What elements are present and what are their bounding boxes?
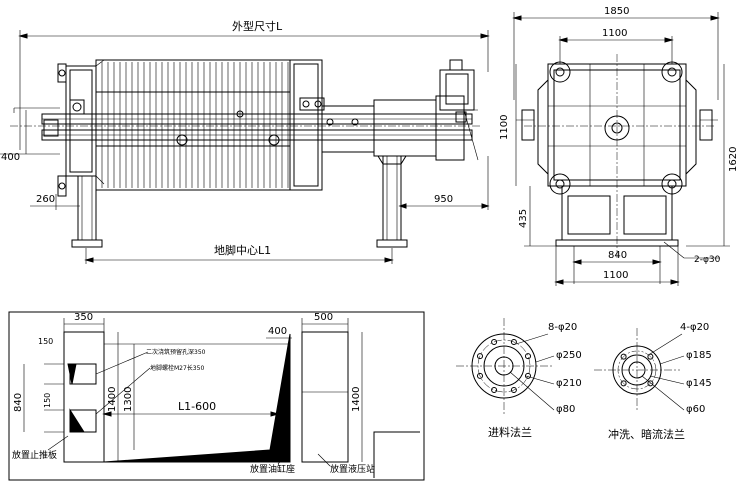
dim-1300-text: 1300 (123, 387, 134, 412)
inlet-bolt-hole (525, 372, 531, 379)
inlet-bolt-hole (510, 387, 517, 393)
dim-1400-right-text: 1400 (351, 387, 362, 412)
overall-length-dimension: 外型尺寸L (18, 19, 490, 150)
filter-plate-stack (95, 59, 291, 191)
foot-center-dimension: 地脚中心L1 (84, 243, 394, 264)
left-support-leg (71, 175, 103, 248)
dim-1100-top-text: 1100 (602, 28, 627, 39)
hole-spec-callout: 2-φ30 (663, 241, 721, 265)
wash-bolt-hole (647, 380, 654, 387)
note-1: 二次浇筑预留孔深350 (146, 348, 206, 356)
dimension-840-plan: 840 (13, 364, 25, 432)
note-2: 地脚螺栓M27长350 (150, 364, 204, 372)
inlet-holes-text: 8-φ20 (548, 322, 577, 333)
dim-435-text: 435 (518, 209, 529, 228)
dim-400-text: 400 (1, 152, 20, 163)
inlet-bolt-hole (477, 353, 483, 360)
dimension-435: 435 (518, 186, 556, 247)
wash-d3-text: φ60 (686, 404, 705, 415)
dim-1850-text: 1850 (604, 6, 629, 17)
stop-plate-foundation (44, 331, 105, 463)
side-handles (516, 109, 718, 141)
dim-260-text: 260 (36, 194, 55, 205)
foundation-border (8, 311, 425, 481)
inlet-d2-text: φ210 (556, 378, 582, 389)
dimension-840: 840 (572, 246, 662, 284)
label-stop-plate: 放置止推板 (12, 449, 57, 461)
wash-holes-text: 4-φ20 (680, 322, 709, 333)
inlet-d1-text: φ250 (556, 350, 582, 361)
top-fittings (69, 97, 359, 146)
dimension-l1-600: L1-600 (102, 400, 280, 417)
wash-flange: 4-φ20 φ185 φ145 φ60 冲洗、暗流法兰 (594, 322, 712, 441)
wash-d2-text: φ145 (686, 378, 712, 389)
dimension-350: 350 (63, 312, 105, 332)
dimension-400-plan: 400 (266, 326, 292, 339)
dim-840-plan-text: 840 (13, 393, 24, 412)
dimension-1100-bottom: 1100 (554, 246, 680, 286)
dim-400-plan-text: 400 (268, 326, 287, 337)
pressing-plate (289, 59, 323, 191)
dim-150-mid-text: 150 (43, 393, 52, 408)
inlet-bolt-hole (477, 372, 483, 379)
dim-350-text: 350 (74, 312, 93, 323)
dimension-1100-height: 1100 (499, 64, 517, 186)
dimension-260: 260 (30, 194, 80, 210)
dim-950-text: 950 (434, 194, 453, 205)
wash-bolt-hole (620, 380, 627, 387)
foot-center-label: 地脚中心L1 (214, 243, 271, 257)
wash-flange-title: 冲洗、暗流法兰 (608, 427, 685, 441)
inlet-bolt-hole (525, 353, 531, 360)
foundation-plan: 350 400 500 150 150 840 (8, 311, 425, 481)
hole-spec-text: 2-φ30 (694, 255, 721, 265)
wash-flange-outer (612, 345, 662, 395)
dim-150-top-text: 150 (38, 337, 53, 346)
wash-bolt-hole (620, 353, 627, 360)
dim-840-text: 840 (608, 250, 627, 261)
inlet-flange: 8-φ20 φ250 φ210 φ80 进料法兰 (456, 318, 582, 439)
inlet-flange-outer (471, 333, 537, 399)
inlet-d3-text: φ80 (556, 404, 575, 415)
side-base-frame (555, 185, 679, 247)
inlet-flange-title: 进料法兰 (488, 425, 532, 439)
dim-1400-left-text: 1400 (107, 387, 118, 412)
wash-d1-text: φ185 (686, 350, 712, 361)
dimension-500: 500 (301, 312, 349, 332)
dimension-1300: 1300 (123, 344, 135, 450)
dim-500-text: 500 (314, 312, 333, 323)
side-beams (13, 107, 473, 141)
dim-1100-height-text: 1100 (499, 115, 510, 140)
inlet-bolt-hole (510, 339, 517, 345)
dim-l1-600-text: L1-600 (178, 400, 216, 413)
hydraulic-station-foundation: 1400 (301, 331, 420, 478)
dimension-1620: 1620 (686, 64, 739, 247)
label-cylinder-seat: 放置油缸座 (250, 463, 295, 475)
dimension-1100-top: 1100 (558, 28, 674, 64)
right-support-leg (376, 155, 408, 248)
inlet-bolt-hole (491, 387, 498, 393)
overall-length-label: 外型尺寸L (232, 19, 283, 33)
thrust-plate (57, 59, 105, 197)
dimension-400: 400 (0, 110, 60, 163)
dim-1100-bottom-text: 1100 (603, 270, 628, 281)
dimension-1400-left: 1400 (107, 332, 119, 462)
dim-1620-text: 1620 (728, 147, 739, 172)
corner-flanges (549, 61, 683, 195)
dimension-950: 950 (398, 156, 490, 210)
hydraulic-cylinder (321, 59, 479, 161)
dimension-1850: 1850 (512, 6, 720, 100)
front-view: 外型尺寸L (0, 19, 490, 264)
side-view: 1850 1100 (499, 6, 739, 286)
label-hydraulic-station: 放置液压站 (330, 463, 375, 475)
inlet-bolt-hole (491, 339, 498, 345)
